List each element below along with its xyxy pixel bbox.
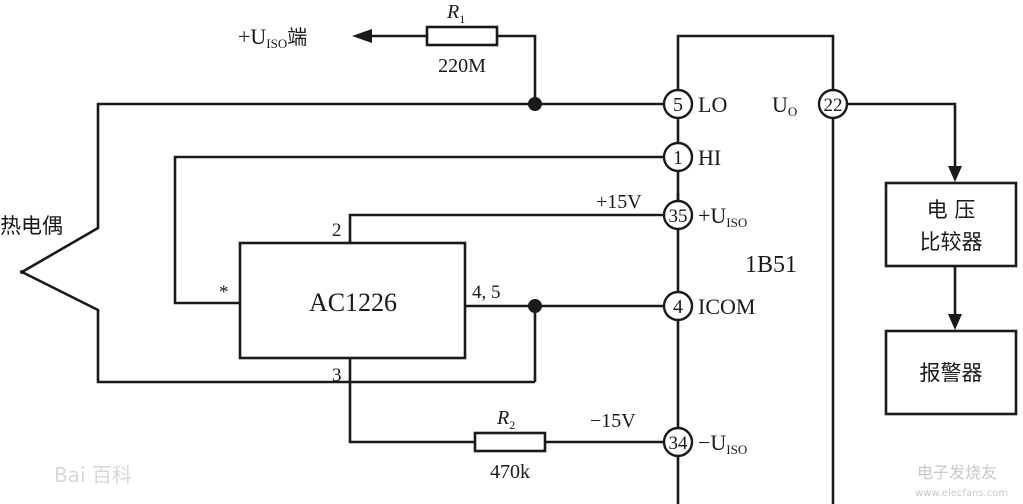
isolator-label: 1B51 <box>745 252 797 278</box>
pin-label-uo: UO <box>772 92 797 119</box>
wire-amp-pin2 <box>348 213 663 243</box>
r1-value: 220M <box>438 55 486 77</box>
amplifier-label: AC1226 <box>309 288 397 317</box>
comparator-label-line2: 比较器 <box>920 230 983 254</box>
amp-pin-marker: * <box>219 282 229 303</box>
amp-pin-45: 4, 5 <box>472 282 501 303</box>
isolator-box-outline <box>676 34 835 504</box>
pin-circle-1 <box>662 141 694 173</box>
pin-circle-34 <box>662 426 694 458</box>
pin-circle-5 <box>662 88 694 120</box>
junction-icom <box>528 299 542 313</box>
pin-number-22: 22 <box>824 95 843 116</box>
pin-label-neg-uiso: −UISO <box>698 430 747 457</box>
r1-label: R1 <box>446 1 465 26</box>
resistor-r2 <box>473 431 547 453</box>
pin-label-hi: HI <box>698 145 721 170</box>
thermocouple-label: 热电偶 <box>0 214 63 238</box>
watermark-left: Bai 百科 <box>54 463 132 487</box>
comparator-box <box>884 181 1018 268</box>
watermark-right: 电子发烧友 <box>917 463 997 482</box>
wire-thermocouple-bottom <box>21 270 350 384</box>
pin-circle-4 <box>662 290 694 322</box>
pin-number-5: 5 <box>673 94 683 116</box>
watermark-right-url: www.elecfans.com <box>915 488 1008 499</box>
resistor-r1 <box>425 25 499 47</box>
arrow-uiso-terminal <box>352 29 372 43</box>
pin-circle-22 <box>817 88 849 120</box>
wire-r1-branch <box>497 34 537 104</box>
uiso-terminal-label: +UISO端 <box>238 24 307 51</box>
amplifier-box <box>238 241 467 360</box>
supply-neg-label: −15V <box>590 410 636 432</box>
wire-lo <box>21 102 663 274</box>
pin-number-4: 4 <box>673 296 683 318</box>
pin-circle-35 <box>662 199 694 231</box>
pin-label-lo: LO <box>698 92 727 117</box>
junction-lo <box>528 97 542 111</box>
amp-pin-3: 3 <box>332 365 342 386</box>
wire-hi <box>173 155 663 305</box>
amp-pin-2: 2 <box>332 220 342 241</box>
thermocouple-junction <box>20 270 24 274</box>
supply-pos-label: +15V <box>596 191 642 213</box>
pin-number-1: 1 <box>673 147 683 169</box>
arrow-to-alarm <box>948 314 962 330</box>
arrow-to-comparator <box>948 166 962 182</box>
pin-number-35: 35 <box>669 206 688 227</box>
pin-label-icom: ICOM <box>698 294 755 319</box>
wire-output <box>848 102 957 170</box>
r2-value: 470k <box>490 461 530 483</box>
pin-number-34: 34 <box>669 433 689 454</box>
wire-amp-pin3 <box>348 358 475 444</box>
r2-label: R2 <box>496 407 515 432</box>
pin-label-pos-uiso: +UISO <box>698 203 747 230</box>
alarm-box <box>884 329 1018 416</box>
comparator-label-line1: 电 压 <box>927 198 976 222</box>
alarm-label: 报警器 <box>920 361 983 385</box>
